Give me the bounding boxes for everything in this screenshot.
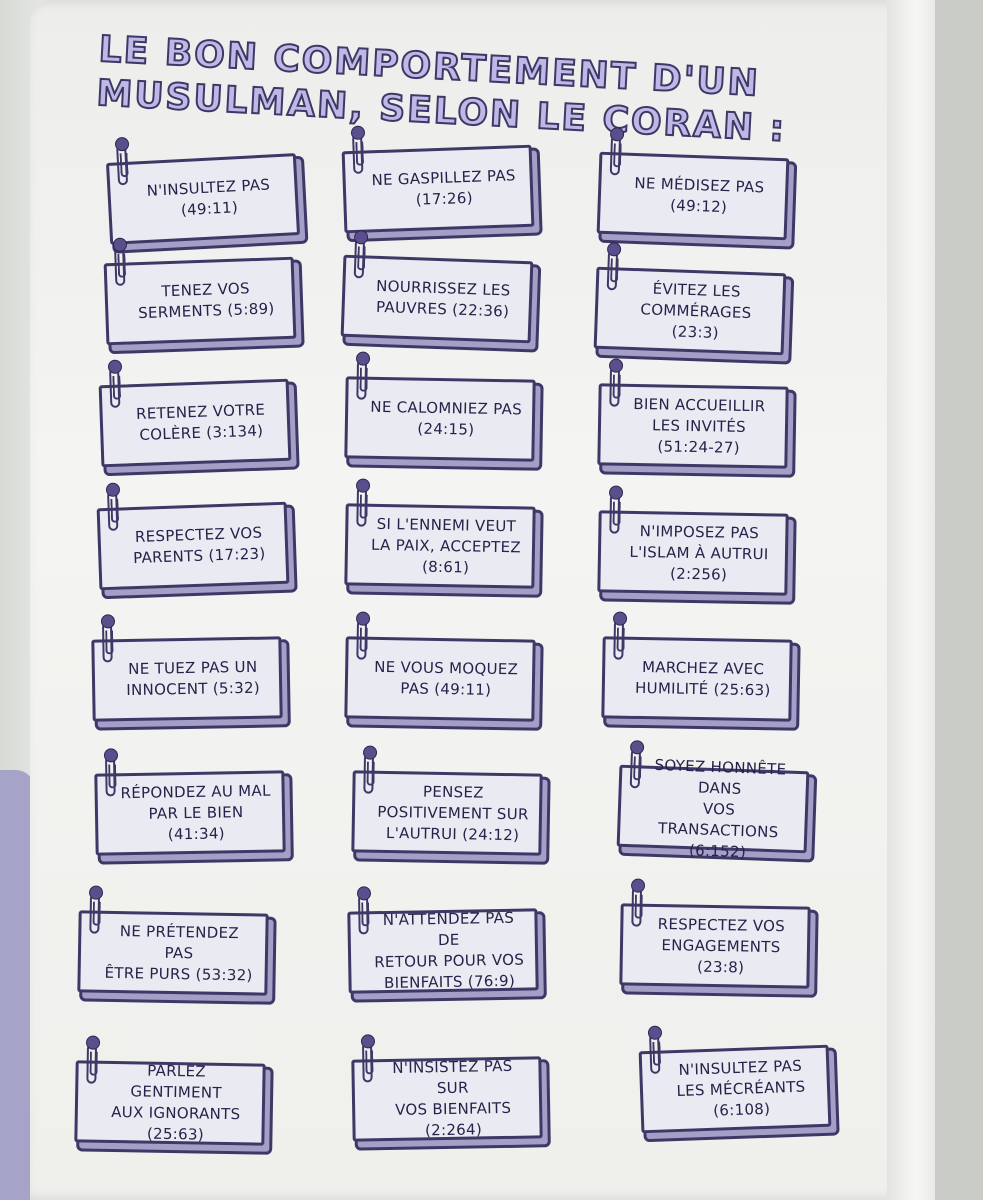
card-text: TENEZ VOS SERMENTS (5:89) — [137, 279, 275, 323]
paperclip-icon — [609, 135, 622, 176]
behavior-card: NE PRÉTENDEZ PAS ÊTRE PURS (53:32) — [77, 893, 269, 996]
card-text: MARCHEZ AVEC HUMILITÉ (25:63) — [634, 658, 771, 700]
behavior-card: NE GASPILLEZ PAS (17:26) — [341, 133, 535, 234]
card-text: ÉVITEZ LES COMMÉRAGES (23:3) — [640, 279, 752, 342]
card-text: NE TUEZ PAS UN INNOCENT (5:32) — [126, 657, 261, 700]
paperclip-icon — [107, 490, 119, 531]
behavior-card: BIEN ACCUEILLIR LES INVITÉS (51:24-27) — [597, 366, 789, 469]
card-text: BIEN ACCUEILLIR LES INVITÉS (51:24-27) — [633, 394, 766, 457]
paperclip-icon — [353, 238, 366, 279]
behavior-card: NE CALOMNIEZ PAS (24:15) — [344, 359, 536, 462]
paperclip-icon — [631, 886, 643, 927]
card-text: N'INSULTEZ PAS LES MÉCRÉANTS (6:108) — [676, 1056, 806, 1120]
page-edge — [887, 0, 935, 1200]
paperclip-icon — [613, 619, 625, 660]
behavior-card: RÉPONDEZ AU MAL PAR LE BIEN (41:34) — [94, 756, 286, 856]
paperclip-icon — [356, 486, 368, 527]
behavior-card: N'IMPOSEZ PAS L'ISLAM À AUTRUI (2:256) — [597, 493, 789, 596]
card-text: SI L'ENNEMI VEUT LA PAIX, ACCEPTEZ (8:61… — [370, 514, 522, 577]
behavior-card: TENEZ VOS SERMENTS (5:89) — [103, 245, 297, 346]
paperclip-icon — [609, 366, 621, 407]
card-text: NOURRISSEZ LES PAUVRES (22:36) — [375, 276, 511, 321]
card-text: N'IMPOSEZ PAS L'ISLAM À AUTRUI (2:256) — [629, 521, 769, 584]
behavior-card: N'INSISTEZ PAS SUR VOS BIENFAITS (2:264) — [351, 1042, 543, 1142]
paperclip-icon — [356, 359, 368, 400]
paperclip-icon — [629, 748, 642, 789]
paperclip-icon — [362, 1042, 373, 1083]
card-text: NE PRÉTENDEZ PAS ÊTRE PURS (53:32) — [104, 921, 253, 984]
paperclip-icon — [86, 1043, 98, 1084]
behavior-card: MARCHEZ AVEC HUMILITÉ (25:63) — [601, 619, 793, 722]
behavior-card: RESPECTEZ VOS PARENTS (17:23) — [96, 490, 290, 591]
paperclip-icon — [363, 753, 375, 794]
card-text: RESPECTEZ VOS ENGAGEMENTS (23:8) — [657, 914, 786, 977]
paperclip-icon — [105, 756, 116, 797]
behavior-card: PENSEZ POSITIVEMENT SUR L'AUTRUI (24:12) — [351, 753, 543, 856]
behavior-card: NE TUEZ PAS UN INNOCENT (5:32) — [91, 622, 283, 722]
paperclip-icon — [89, 893, 101, 934]
behavior-card: RETENEZ VOTRE COLÈRE (3:134) — [98, 367, 292, 468]
card-text: PARLEZ GENTIMENT AUX IGNORANTS (25:63) — [111, 1061, 241, 1144]
paperclip-icon — [352, 133, 364, 174]
card-text: RÉPONDEZ AU MAL PAR LE BIEN (41:34) — [120, 781, 271, 843]
behavior-card: N'INSULTEZ PAS LES MÉCRÉANTS (6:108) — [638, 1033, 832, 1134]
card-text: RESPECTEZ VOS PARENTS (17:23) — [132, 523, 266, 568]
behavior-card: NE VOUS MOQUEZ PAS (49:11) — [344, 619, 536, 722]
card-text: SOYEZ HONNÊTE DANS VOS TRANSACTIONS (6:1… — [654, 755, 787, 861]
card-text: N'INSULTEZ PAS (49:11) — [146, 175, 271, 220]
behavior-card: ÉVITEZ LES COMMÉRAGES (23:3) — [593, 250, 787, 356]
paperclip-icon — [109, 367, 121, 408]
behavior-card: NE MÉDISEZ PAS (49:12) — [596, 135, 790, 241]
card-text: PENSEZ POSITIVEMENT SUR L'AUTRUI (24:12) — [377, 782, 529, 844]
behavior-card: SOYEZ HONNÊTE DANS VOS TRANSACTIONS (6:1… — [616, 748, 810, 861]
behavior-card: N'INSULTEZ PAS (49:11) — [105, 144, 301, 245]
card-text: RETENEZ VOTRE COLÈRE (3:134) — [135, 400, 266, 444]
card-text: N'ATTENDEZ PAS DE RETOUR POUR VOS BIENFA… — [374, 908, 525, 993]
card-text: NE VOUS MOQUEZ PAS (49:11) — [374, 657, 519, 699]
card-text: NE MÉDISEZ PAS (49:12) — [634, 173, 765, 217]
behavior-card: NOURRISSEZ LES PAUVRES (22:36) — [340, 238, 534, 344]
paperclip-icon — [358, 894, 369, 935]
paperclip-icon — [609, 493, 621, 534]
paperclip-icon — [649, 1033, 661, 1074]
card-text: NE GASPILLEZ PAS (17:26) — [371, 166, 517, 209]
behavior-card: SI L'ENNEMI VEUT LA PAIX, ACCEPTEZ (8:61… — [344, 486, 536, 589]
card-text: N'INSISTEZ PAS SUR VOS BIENFAITS (2:264) — [392, 1056, 513, 1140]
paperclip-icon — [114, 245, 126, 286]
paperclip-icon — [102, 622, 113, 663]
behavior-card: PARLEZ GENTIMENT AUX IGNORANTS (25:63) — [74, 1043, 266, 1146]
behavior-card: N'ATTENDEZ PAS DE RETOUR POUR VOS BIENFA… — [347, 894, 539, 994]
paperclip-icon — [606, 250, 619, 291]
behavior-card: RESPECTEZ VOS ENGAGEMENTS (23:8) — [619, 886, 811, 989]
paperclip-icon — [116, 144, 129, 186]
page-decoration — [0, 770, 34, 1200]
paperclip-icon — [356, 619, 368, 660]
card-text: NE CALOMNIEZ PAS (24:15) — [370, 397, 523, 439]
